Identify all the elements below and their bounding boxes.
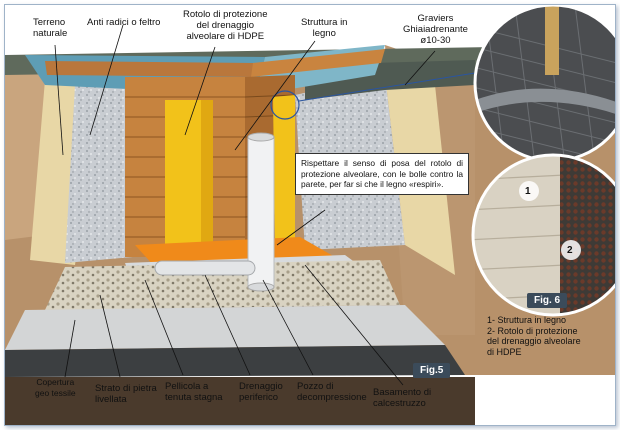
zoom-marker bbox=[270, 90, 300, 120]
marker-2 bbox=[561, 240, 581, 260]
marker-2-label: 2 bbox=[567, 245, 573, 256]
marker-1 bbox=[519, 181, 539, 201]
label-anti-radici: Anti radici o feltro bbox=[87, 17, 161, 28]
posa-callout: Rispettare il senso di posa del rotolo d… bbox=[295, 153, 469, 195]
marker-1-label: 1 bbox=[525, 186, 531, 197]
fig6-caption: 1- Struttura in legno 2- Rotolo di prote… bbox=[487, 315, 581, 357]
detail-circle-mesh bbox=[475, 5, 615, 161]
fig5-badge: Fig.5 bbox=[413, 363, 451, 378]
fig6-badge: Fig. 6 bbox=[527, 293, 568, 308]
peripheral-drain bbox=[154, 260, 256, 276]
cross-section-illustration bbox=[5, 5, 615, 425]
concrete-base bbox=[5, 305, 445, 350]
